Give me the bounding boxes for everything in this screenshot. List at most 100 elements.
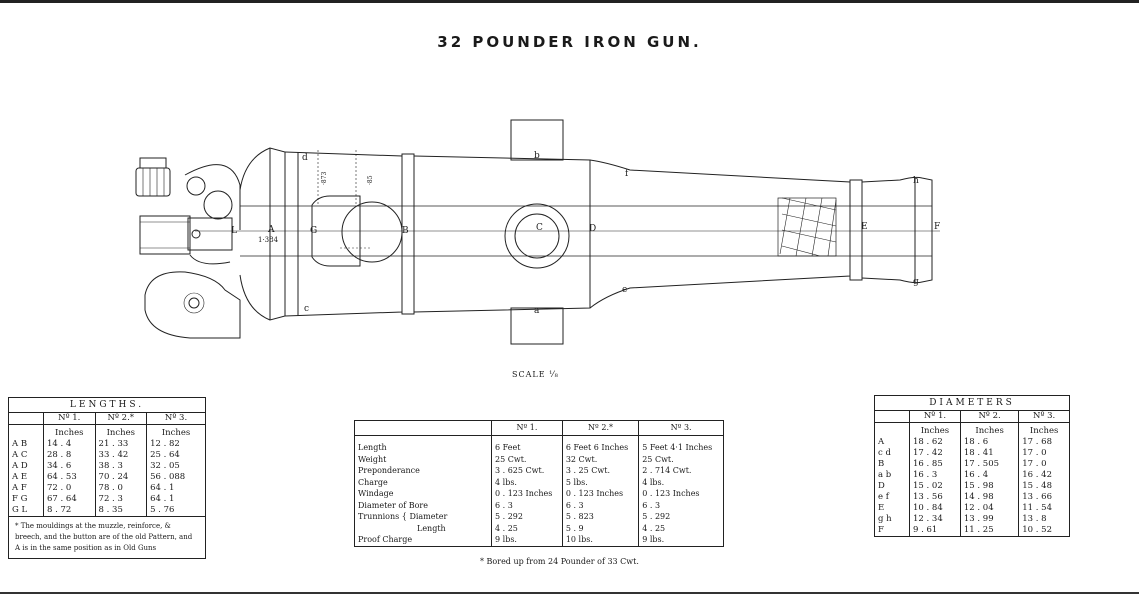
lengths-note: * The mouldings at the muzzle, reinforce… [9, 516, 205, 558]
cell: 14 . 98 [959, 492, 1019, 503]
cell: 10 lbs. [561, 534, 639, 546]
cell: 56 . 088 [146, 472, 205, 483]
cell: 11 . 25 [959, 525, 1019, 536]
cell: 6 Feet 6 Inches [561, 442, 639, 454]
diameters-table: DIAMETERS Nº 1. Nº 2. Nº 3. Inches Inche… [874, 395, 1070, 537]
label-d: d [302, 153, 308, 163]
row-label: D [878, 481, 885, 491]
dim-85: ·85 [367, 175, 374, 185]
cell: 25 . 64 [146, 450, 205, 461]
cell: 16 . 4 [959, 470, 1019, 481]
label-L: L [231, 226, 237, 236]
label-D: D [589, 224, 596, 234]
lengths-header: LENGTHS. [9, 398, 205, 413]
label-G: G [310, 226, 317, 236]
lengths-table: LENGTHS. Nº 1. Nº 2.* Nº 3. Inches Inche… [8, 397, 206, 559]
cell: 67 . 64 [43, 494, 96, 505]
row-label: Preponderance [358, 466, 420, 475]
row-label: Windage [358, 489, 394, 498]
cell: 78 . 0 [94, 483, 147, 494]
row-label: B [878, 459, 885, 469]
label-C: C [536, 223, 543, 233]
cell: 15 . 02 [909, 481, 961, 492]
cell: 34 . 6 [43, 461, 96, 472]
cell: 12 . 82 [146, 439, 205, 450]
cell: 32 . 05 [146, 461, 205, 472]
unit-label: Inches [959, 422, 1019, 437]
row-label: Proof Charge [358, 535, 413, 544]
cell: 10 . 84 [909, 503, 961, 514]
cell: 17 . 0 [1018, 448, 1069, 459]
cell: 5 . 292 [638, 511, 723, 523]
row-label: e f [878, 492, 889, 502]
unit-label: Inches [94, 424, 147, 439]
row-label: Length [358, 443, 387, 452]
cell: 25 Cwt. [638, 453, 723, 465]
cell: 3 . 625 Cwt. [491, 465, 563, 477]
cell: 18 . 6 [959, 437, 1019, 448]
cell: 4 lbs. [638, 476, 723, 488]
cell: 3 . 25 Cwt. [561, 465, 639, 477]
cell: 13 . 99 [959, 514, 1019, 525]
cell: 5 . 823 [561, 511, 639, 523]
cell: 33 . 42 [94, 450, 147, 461]
cell: 18 . 62 [909, 437, 961, 448]
cell: 32 Cwt. [561, 453, 639, 465]
row-label: A F [12, 483, 27, 493]
label-e: e [622, 285, 627, 295]
diameters-col: Nº 3. [1018, 411, 1069, 423]
diameters-col: Nº 1. [909, 411, 961, 423]
cell: 38 . 3 [94, 461, 147, 472]
cell: 15 . 48 [1018, 481, 1069, 492]
row-label: A E [12, 472, 28, 482]
cell: 11 . 54 [1018, 503, 1069, 514]
cell: 14 . 4 [43, 439, 96, 450]
bottom-rule [0, 592, 1139, 594]
label-E: E [861, 222, 868, 232]
cell: 2 . 714 Cwt. [638, 465, 723, 477]
row-label: F G [12, 494, 28, 504]
cell: 6 Feet [491, 442, 563, 454]
cell: 4 . 25 [638, 522, 723, 534]
row-label: A [878, 437, 885, 447]
label-B: B [402, 226, 409, 236]
cell: 17 . 42 [909, 448, 961, 459]
row-label: g h [878, 514, 892, 524]
row-label: A D [12, 461, 28, 471]
cell: 28 . 8 [43, 450, 96, 461]
label-g: g [913, 277, 919, 287]
cell: 5 lbs. [561, 476, 639, 488]
row-label: Trunnions [358, 512, 400, 521]
cell: 12 . 34 [909, 514, 961, 525]
cell: 70 . 24 [94, 472, 147, 483]
row-label: c d [878, 448, 891, 458]
row-label: a b [878, 470, 892, 480]
cell: 9 lbs. [491, 534, 563, 546]
lengths-col: Nº 1. [43, 413, 96, 425]
label-A-value: 1·384 [258, 236, 279, 244]
cell: 16 . 85 [909, 459, 961, 470]
label-A: A [267, 225, 275, 235]
cell: 72 . 0 [43, 483, 96, 494]
cell: 10 . 52 [1018, 525, 1069, 536]
cell: 21 . 33 [94, 439, 147, 450]
